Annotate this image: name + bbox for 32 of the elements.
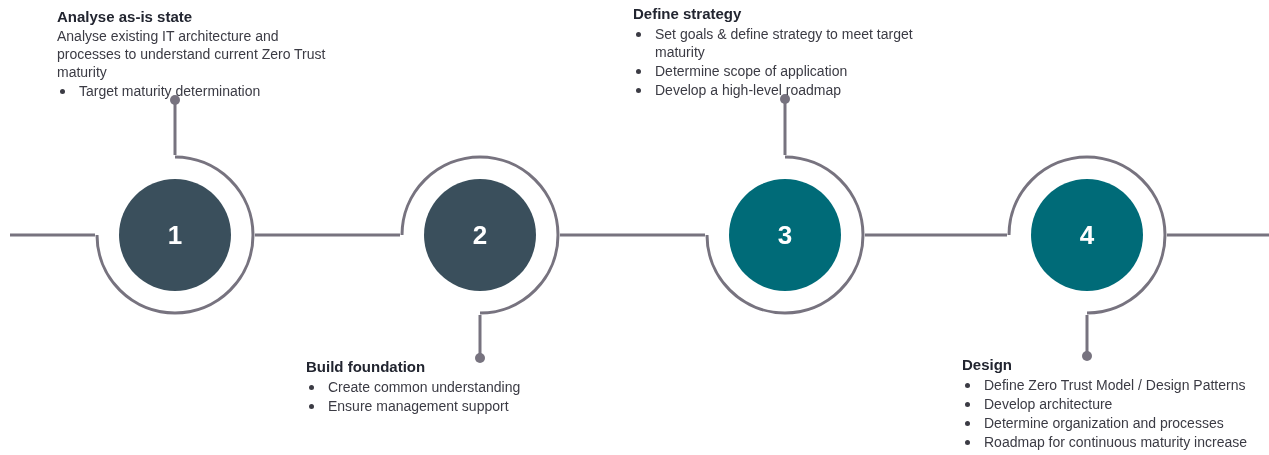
step-heading: Build foundation <box>306 358 427 376</box>
timeline-line <box>10 233 95 237</box>
bullet-item: Define Zero Trust Model / Design Patterns <box>984 376 1246 394</box>
step-number: 3 <box>777 218 793 252</box>
step-circle <box>95 155 255 315</box>
bullet-item: Develop architecture <box>984 395 1113 413</box>
timeline-line <box>560 233 705 237</box>
timeline-line <box>865 233 1007 237</box>
step-number: 1 <box>167 218 183 252</box>
step-circle <box>1007 155 1167 315</box>
step-heading: Design <box>962 356 1013 374</box>
step-heading: Analyse as-is state <box>57 8 194 26</box>
bullet-item: Determine scope of application <box>655 62 848 80</box>
step-number: 4 <box>1079 218 1095 252</box>
leader-line <box>1082 315 1092 361</box>
timeline-line <box>255 233 400 237</box>
bullet-item: Ensure management support <box>328 397 509 415</box>
bullet-item: Set goals & define strategy to meet target maturity <box>655 25 914 61</box>
leader-line <box>170 95 180 155</box>
step-heading: Define strategy <box>633 5 743 23</box>
bullet-item: Create common understanding <box>328 378 521 396</box>
step-circle <box>705 155 865 315</box>
bullet-item: Develop a high-level roadmap <box>655 81 841 99</box>
bullet-item: Roadmap for continuous maturity increase <box>984 433 1248 451</box>
timeline-line <box>1167 233 1269 237</box>
leader-line <box>780 94 790 155</box>
step-description: Analyse existing IT architecture and processes to understand current Zero Trust maturity <box>57 27 327 81</box>
leader-line <box>475 315 485 363</box>
bullet-item: Target maturity determination <box>79 82 261 100</box>
step-circle <box>400 155 560 315</box>
step-number: 2 <box>472 218 488 252</box>
bullet-item: Determine organization and processes <box>984 414 1224 432</box>
